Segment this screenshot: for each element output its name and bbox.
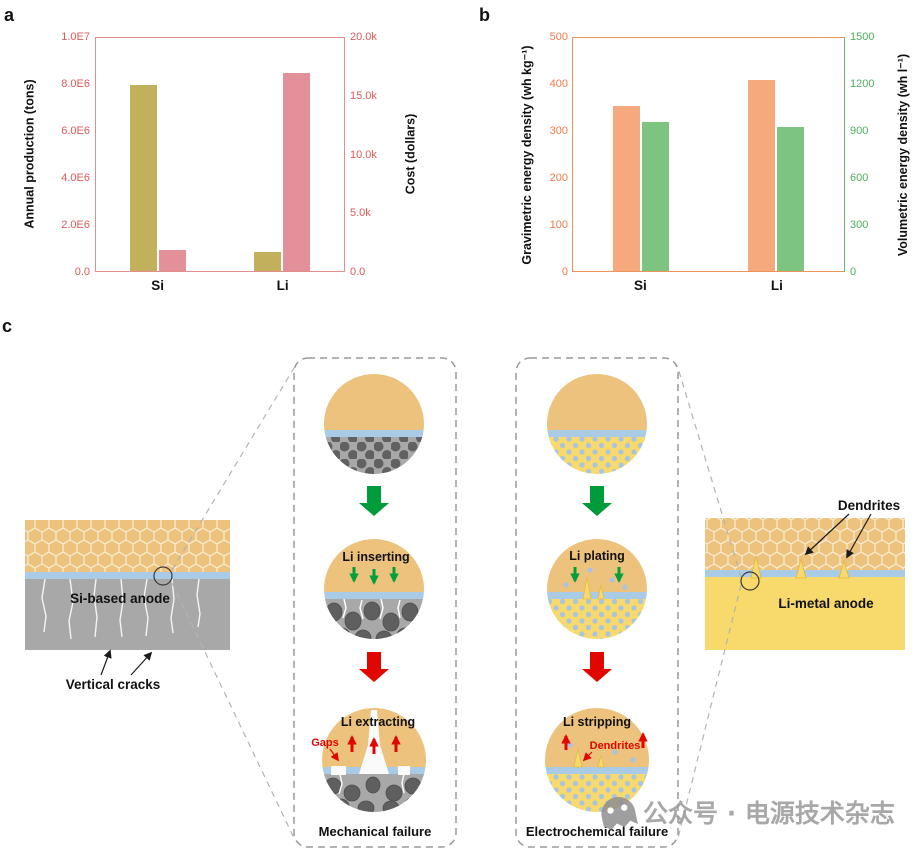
x-category-label: Si	[151, 278, 165, 293]
li-extract-arrows	[347, 735, 401, 754]
vertical-crack-lines	[41, 578, 201, 640]
li-anode-layer	[705, 577, 905, 650]
dendrites-pointer-arrows	[804, 513, 872, 559]
watermark: 公众号 · 电源技术杂志	[601, 796, 895, 832]
bar-group-li	[748, 38, 805, 271]
li-extracting-label: Li extracting	[341, 715, 415, 729]
dendrites-red-label: Dendrites	[590, 740, 641, 752]
chart-a-left-axis-title: Annual production (tons)	[22, 79, 37, 229]
x-category-label: Si	[634, 278, 647, 293]
bar-group-si	[612, 38, 669, 271]
si-pristine-circle	[324, 374, 424, 474]
li-ions	[567, 742, 636, 763]
chart-b-x-ticks: Si Li	[572, 278, 845, 293]
green-step-arrow	[359, 486, 389, 516]
li-inserting-label: Li inserting	[342, 550, 409, 564]
li-ions	[563, 567, 628, 590]
dendrite-spike	[597, 584, 605, 600]
li-anode-label: Li-metal anode	[778, 596, 874, 611]
chart-b-right-axis-title: Volumetric energy density (wh l⁻¹)	[895, 53, 910, 257]
dendrite-spike	[582, 576, 592, 600]
red-step-arrow	[359, 652, 389, 682]
residual-dendrite	[573, 748, 583, 768]
mechanical-failure-caption: Mechanical failure	[319, 824, 432, 839]
chart-a-x-ticks: Si Li	[95, 278, 345, 293]
electrochemical-failure-caption: Electrochemical failure	[526, 824, 668, 839]
bar-b-si-volumetric-energy-density	[641, 121, 669, 271]
li-stripping-arrows	[561, 732, 648, 750]
interface-gap	[398, 766, 410, 775]
li-pristine-circle	[547, 374, 647, 474]
green-step-arrow	[582, 486, 612, 516]
li-stripping-label: Li stripping	[563, 715, 631, 729]
vertical-cracks-label: Vertical cracks	[66, 677, 161, 692]
zoom-marker-circle	[740, 571, 760, 591]
panel-b-label: b	[479, 5, 490, 25]
chart-b-left-axis-title: Gravimetric energy density (wh kg⁻¹)	[519, 45, 534, 265]
bar-group-li	[254, 38, 310, 271]
gaps-pointer-arrow	[329, 748, 339, 762]
bar-a-li-annual-production	[254, 252, 281, 271]
bar-b-li-volumetric-energy-density	[777, 126, 805, 271]
mechanical-failure-box	[293, 357, 457, 848]
separator-layer	[25, 572, 230, 579]
x-category-label: Li	[770, 278, 783, 293]
cathode-layer	[705, 518, 905, 570]
failure-mechanism-diagram: Si-based anode Vertical cracks	[25, 357, 905, 848]
interface-gap	[331, 766, 346, 775]
zoom-connector-right	[677, 367, 742, 839]
li-plating-label: Li plating	[569, 549, 625, 563]
si-anode-illustration: Si-based anode Vertical cracks	[25, 520, 230, 692]
li-plating-arrows	[570, 567, 624, 583]
li-insert-arrows	[349, 567, 399, 585]
panel-a-label: a	[4, 5, 15, 25]
ghost-icon	[601, 796, 638, 832]
chart-a-right-axis-title: Cost (dollars)	[403, 113, 418, 195]
gaps-label: Gaps	[311, 737, 339, 749]
residual-dendrite	[597, 754, 605, 768]
chart-b-plot	[572, 37, 845, 272]
cathode-layer	[25, 520, 230, 572]
bar-group-si	[130, 38, 186, 271]
bar-a-li-cost	[283, 72, 310, 271]
watermark-text: 公众号 · 电源技术杂志	[643, 799, 895, 828]
electrochemical-failure-box	[515, 357, 679, 848]
bar-b-si-gravimetric-energy-density	[612, 105, 640, 271]
si-anode-layer	[25, 579, 230, 650]
red-step-arrow	[582, 652, 612, 682]
li-anode-illustration: Li-metal anode Dendrites	[705, 498, 905, 650]
dendrite-spikes	[750, 555, 850, 579]
micro-crack-lines	[338, 773, 405, 795]
bar-a-si-annual-production	[130, 84, 157, 271]
zoom-connector-left	[171, 367, 295, 839]
chart-a-plot	[95, 37, 345, 272]
cracks-pointer-arrows	[100, 649, 153, 676]
bar-b-li-gravimetric-energy-density	[748, 79, 776, 271]
bar-a-si-cost	[159, 250, 186, 271]
dendrites-label: Dendrites	[838, 498, 900, 513]
si-anode-label: Si-based anode	[70, 591, 170, 606]
dendrites-pointer-arrow	[582, 751, 593, 762]
x-category-label: Li	[276, 278, 289, 293]
micro-crack-lines	[342, 598, 401, 620]
zoom-marker-circle	[153, 566, 173, 586]
panel-c-label: c	[2, 316, 13, 336]
